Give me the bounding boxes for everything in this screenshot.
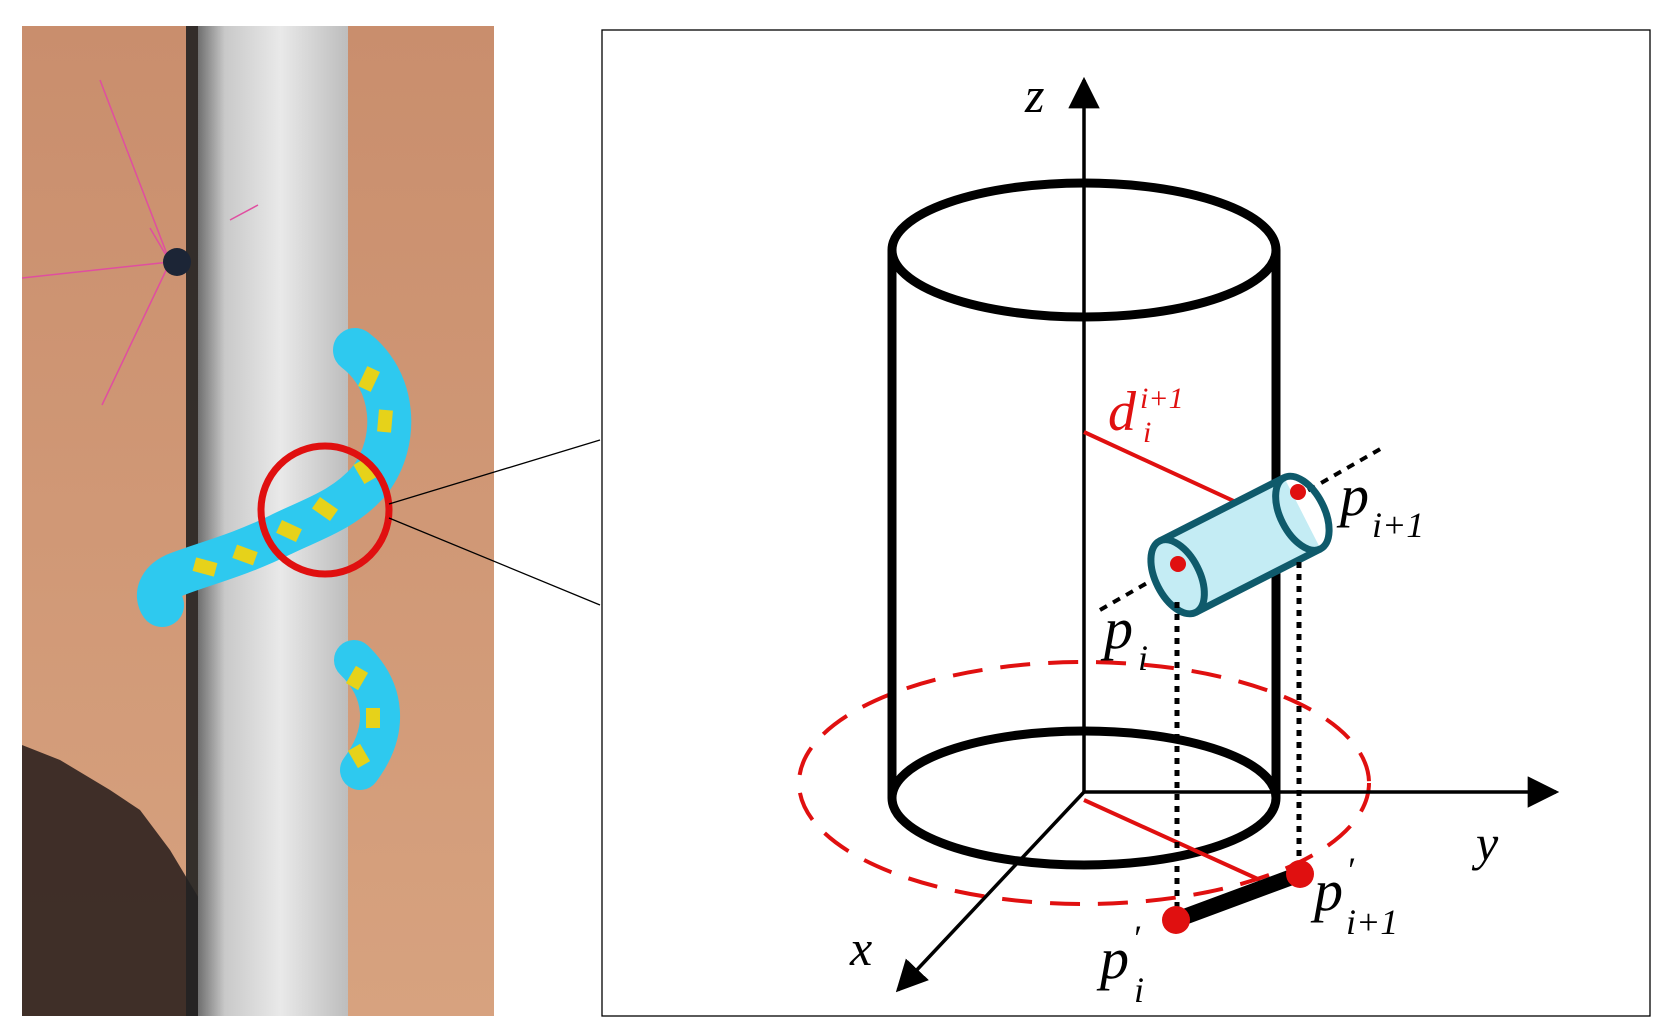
label-p-i1-base: p xyxy=(1336,463,1369,528)
magnify-callout-lines xyxy=(388,439,601,606)
projected-link xyxy=(1168,866,1308,928)
label-p-i-proj-prime: ′ xyxy=(1132,918,1141,958)
axis-label-x: x xyxy=(849,920,872,976)
label-distance-sub: i xyxy=(1143,416,1151,449)
label-p-i1-sub: i+1 xyxy=(1372,505,1424,545)
marker-sphere xyxy=(163,248,191,276)
x-axis xyxy=(895,790,1086,993)
projection-ellipse xyxy=(797,660,1371,906)
diagram-panel: z y x d i+1 i p i+1 p i p ′ i+1 p ′ i xyxy=(601,29,1651,1017)
axis-label-y: y xyxy=(1471,815,1499,871)
photo-panel xyxy=(22,26,494,1016)
label-distance: d i+1 i xyxy=(1108,381,1184,449)
label-p-i-proj-sub: i xyxy=(1134,970,1144,1010)
point-p-i xyxy=(1170,556,1186,572)
label-p-i: p i xyxy=(1100,596,1148,678)
axis-label-z: z xyxy=(1024,67,1044,123)
highlight-circle xyxy=(257,442,393,578)
point-p-i-proj xyxy=(1162,906,1190,934)
points xyxy=(1162,484,1314,934)
label-p-i-proj: p ′ i xyxy=(1096,918,1144,1010)
arm-shadow xyxy=(22,745,210,1016)
axes xyxy=(895,76,1560,993)
projection-dotted-lines xyxy=(1174,562,1302,918)
label-p-i-base: p xyxy=(1100,596,1133,661)
label-p-i1-proj-prime: ′ xyxy=(1346,850,1355,890)
label-distance-sup: i+1 xyxy=(1140,382,1184,415)
label-p-i1-proj-base: p xyxy=(1310,858,1343,923)
snake-robot xyxy=(136,328,412,790)
label-distance-base: d xyxy=(1108,381,1137,443)
label-p-i1: p i+1 xyxy=(1336,463,1424,545)
link-axis-dotted xyxy=(1099,446,1383,612)
point-p-i1-proj xyxy=(1286,860,1314,888)
label-p-i1-proj-sub: i+1 xyxy=(1346,902,1398,942)
link-cylinder xyxy=(1147,472,1333,618)
point-p-i1 xyxy=(1290,484,1306,500)
label-p-i-proj-base: p xyxy=(1096,926,1129,991)
distance-line-projected xyxy=(1083,798,1261,882)
diagram-frame xyxy=(601,29,1651,1017)
label-p-i-sub: i xyxy=(1138,638,1148,678)
label-p-i1-proj: p ′ i+1 xyxy=(1310,850,1398,942)
